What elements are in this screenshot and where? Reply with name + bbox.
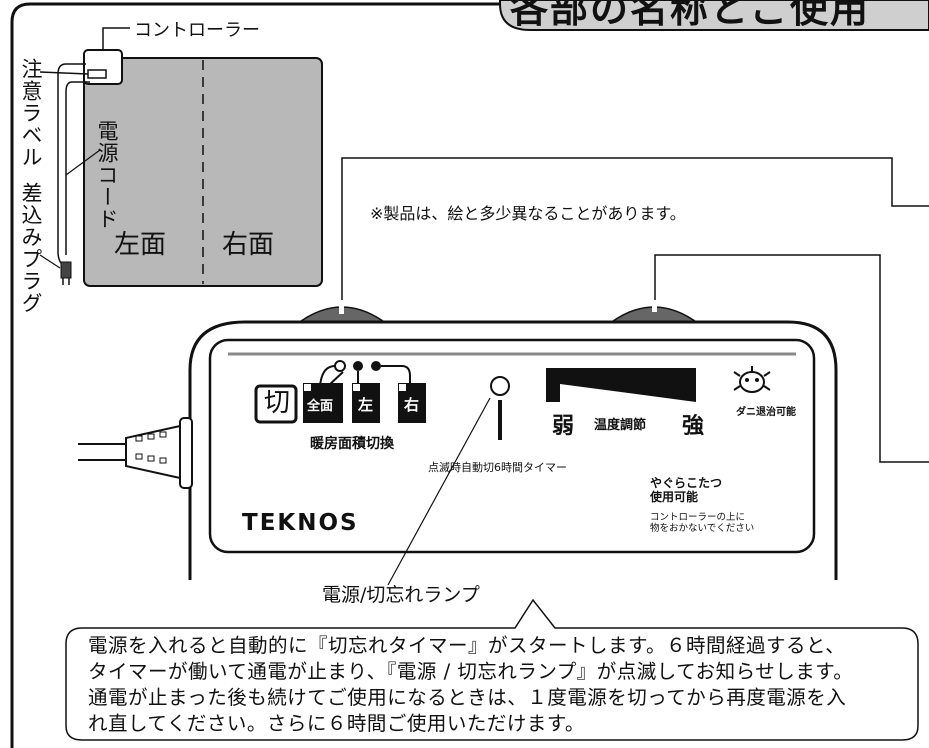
note-bubble <box>65 598 919 741</box>
left-button-label: 左 <box>358 396 374 414</box>
kotatsu-line1: やぐらこたつ <box>650 476 723 490</box>
right-button-label: 右 <box>404 396 420 414</box>
brand-logo: TEKNOS <box>242 510 359 536</box>
off-button-label: 切 <box>264 388 291 418</box>
leader-top <box>341 157 929 300</box>
timer-caption: 点滅時自動切6時間タイマー <box>428 461 567 474</box>
note-line: 通電が止まった後も続けてご使用になるときは、１度電源を切ってから再度電源を入 <box>88 686 847 709</box>
weak-label: 弱 <box>552 414 575 439</box>
cord-label-leader <box>65 149 101 176</box>
all-button-label: 全面 <box>307 399 334 414</box>
lamp-icon <box>490 376 510 396</box>
note-text: 電源を入れると自動的に『切忘れタイマー』がスタートします。６時間経過すると、 タ… <box>88 633 918 737</box>
mite-icon <box>733 366 771 393</box>
page-title: 各部の名称とご使用 <box>510 0 871 31</box>
caution-label-text: 注意ラベル <box>19 58 43 168</box>
disclaimer: ※製品は、絵と多少異なることがあります。 <box>370 204 686 223</box>
note-line: 電源を入れると自動的に『切忘れタイマー』がスタートします。６時間経過すると、 <box>88 634 846 657</box>
caution-line1: コントローラーの上に <box>650 512 746 523</box>
cord <box>57 63 86 267</box>
page-frame <box>10 2 500 748</box>
controller-label: コントローラー <box>134 20 260 41</box>
small-controller <box>83 49 123 85</box>
right-side-label: 右面 <box>222 230 275 260</box>
area-switch-caption: 暖房面積切換 <box>310 436 394 452</box>
lamp-pointer <box>387 397 491 586</box>
caution-line2: 物をおかないでください <box>650 523 755 534</box>
strong-label: 強 <box>682 414 705 439</box>
title-tab <box>499 0 929 31</box>
indicator-left <box>353 361 363 371</box>
kotatsu-line2: 使用可能 <box>650 490 699 504</box>
plug-label-text: 差込みプラグ <box>19 182 43 314</box>
lamp-label: 電源/切忘れランプ <box>322 584 480 606</box>
indicator-right <box>371 361 381 371</box>
note-line: タイマーが働いて通電が止まり、『電源 / 切忘れランプ』が点滅してお知らせします… <box>88 660 854 683</box>
cord-sleeve <box>125 424 181 480</box>
indicator-all <box>334 360 346 372</box>
cord-grommet <box>179 417 193 489</box>
small-controller-label <box>87 69 107 79</box>
temp-caption: 温度調節 <box>594 418 647 433</box>
plug-leader <box>39 254 61 269</box>
controller-leader <box>102 27 130 50</box>
cord-label-text: 電源コード <box>95 120 119 230</box>
temperature-wedge <box>546 368 696 402</box>
mite-caption: ダニ退治可能 <box>736 407 796 418</box>
plug-icon <box>60 261 72 279</box>
leader-mid <box>654 254 929 463</box>
off-button <box>254 384 298 424</box>
cord-2 <box>65 81 90 255</box>
left-side-label: 左面 <box>114 230 167 260</box>
note-line: れ直してください。さらに６時間ご使用いただけます。 <box>88 712 585 735</box>
caution-leader <box>39 71 89 75</box>
